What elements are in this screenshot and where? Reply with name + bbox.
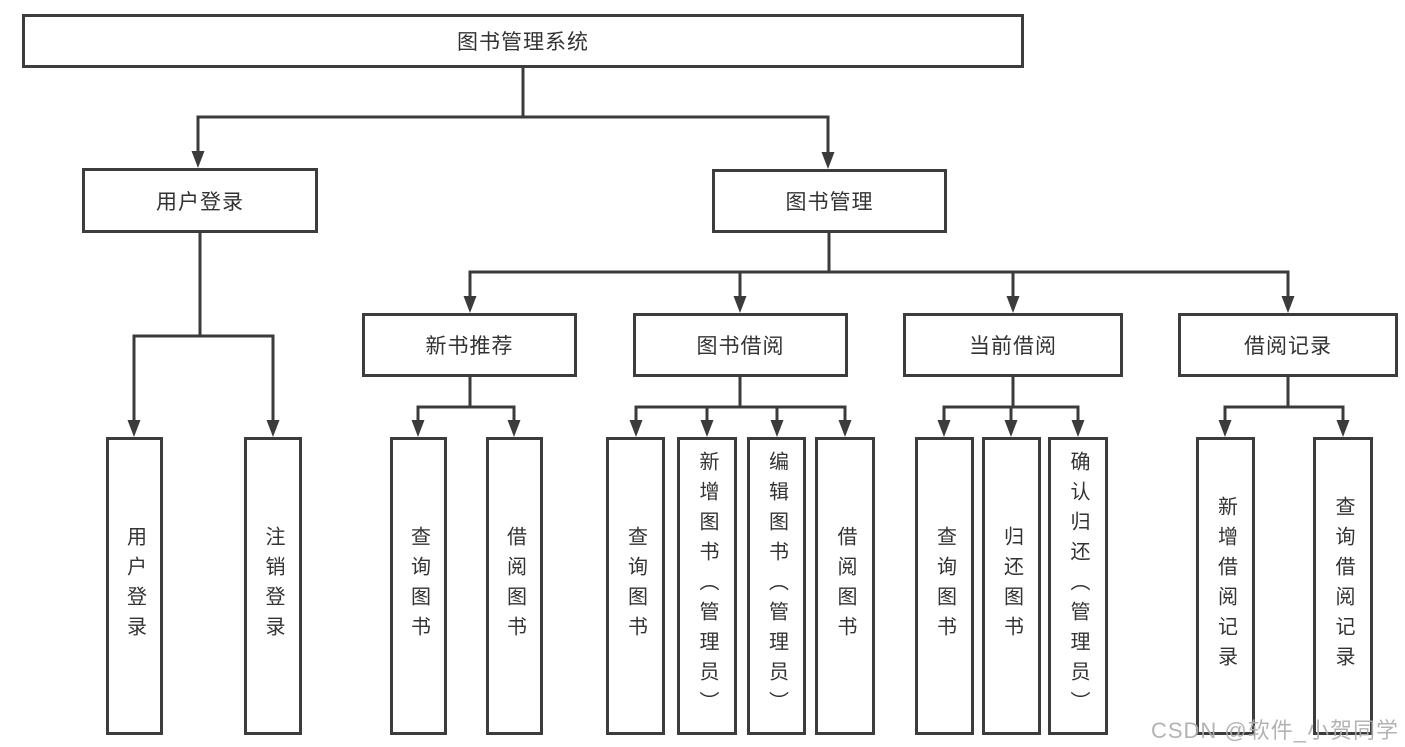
leaf-query-books-1: 查询图书 [390, 437, 447, 735]
leaf-edit-books-admin: 编辑图书（管理员） [747, 437, 806, 735]
leaf-return-books: 归还图书 [982, 437, 1041, 735]
node-label: 确认归还（管理员） [1067, 451, 1089, 721]
node-label: 用户登录 [156, 190, 244, 214]
node-label: 新增借阅记录 [1214, 496, 1237, 676]
node-label: 查询图书 [407, 526, 430, 646]
leaf-borrow-books-2: 借阅图书 [815, 437, 875, 735]
csdn-watermark: CSDN @软件_小贺同学 [1150, 718, 1399, 743]
node-user-login: 用户登录 [82, 168, 318, 233]
leaf-user-login: 用户登录 [106, 437, 163, 735]
node-label: 图书借阅 [696, 335, 785, 358]
node-label: 新增图书（管理员） [696, 451, 718, 721]
node-label: 查询借阅记录 [1332, 496, 1354, 676]
leaf-confirm-return-admin: 确认归还（管理员） [1048, 437, 1108, 735]
node-label: 借阅记录 [1244, 335, 1332, 358]
leaf-add-borrow-record: 新增借阅记录 [1196, 437, 1255, 735]
leaf-query-books-2: 查询图书 [606, 437, 665, 735]
node-current-borrowing: 当前借阅 [903, 313, 1123, 377]
leaf-logout: 注销登录 [244, 437, 302, 735]
leaf-query-books-3: 查询图书 [915, 437, 974, 735]
node-label: 查询图书 [933, 526, 956, 646]
node-label: 查询图书 [624, 526, 647, 646]
node-label: 图书管理 [785, 191, 874, 214]
node-label: 当前借阅 [969, 335, 1057, 358]
node-label: 新书推荐 [425, 335, 514, 358]
node-new-book-recommend: 新书推荐 [362, 313, 577, 377]
node-label: 图书管理系统 [457, 31, 589, 54]
node-label: 归还图书 [1000, 526, 1023, 646]
leaf-query-borrow-record: 查询借阅记录 [1313, 437, 1373, 735]
node-label: 借阅图书 [834, 526, 856, 646]
node-label: 编辑图书（管理员） [765, 451, 788, 721]
node-label: 用户登录 [123, 526, 146, 646]
node-library-management-system: 图书管理系统 [22, 14, 1024, 68]
leaf-borrow-books-1: 借阅图书 [486, 437, 543, 735]
node-borrowing-records: 借阅记录 [1178, 313, 1398, 377]
node-label: 借阅图书 [503, 526, 526, 646]
node-label: 注销登录 [262, 526, 284, 646]
leaf-add-books-admin: 新增图书（管理员） [677, 437, 737, 735]
node-book-borrowing: 图书借阅 [633, 313, 848, 377]
node-book-management: 图书管理 [712, 169, 947, 233]
